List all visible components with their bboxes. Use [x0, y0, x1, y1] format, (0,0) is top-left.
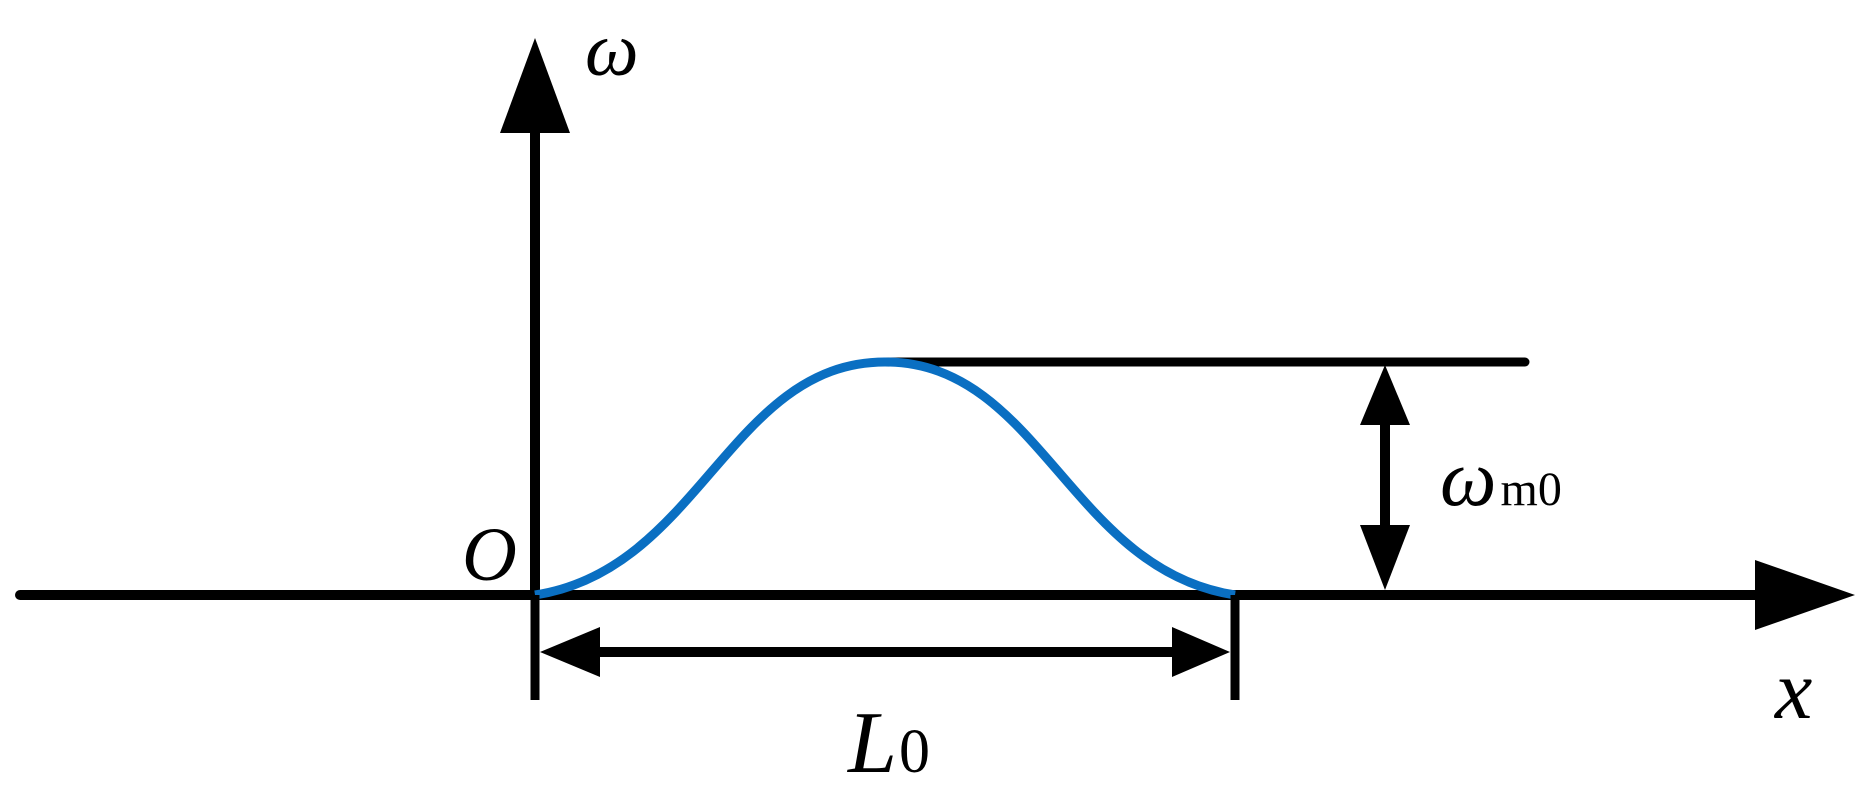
length-arrow-left: [540, 627, 600, 677]
length-arrow-right: [1172, 627, 1230, 677]
y-axis-arrowhead: [500, 38, 570, 133]
deflection-curve: [534, 357, 1236, 600]
y-axis-label: ω: [585, 8, 639, 92]
origin-label: O: [462, 513, 517, 597]
amplitude-arrow-top: [1360, 365, 1410, 425]
amplitude-label: ωm0: [1440, 435, 1562, 523]
x-axis-arrowhead: [1755, 560, 1855, 630]
x-axis-label: x: [1773, 644, 1812, 737]
amplitude-arrow-bottom: [1360, 525, 1410, 590]
length-label: L0: [846, 695, 930, 792]
